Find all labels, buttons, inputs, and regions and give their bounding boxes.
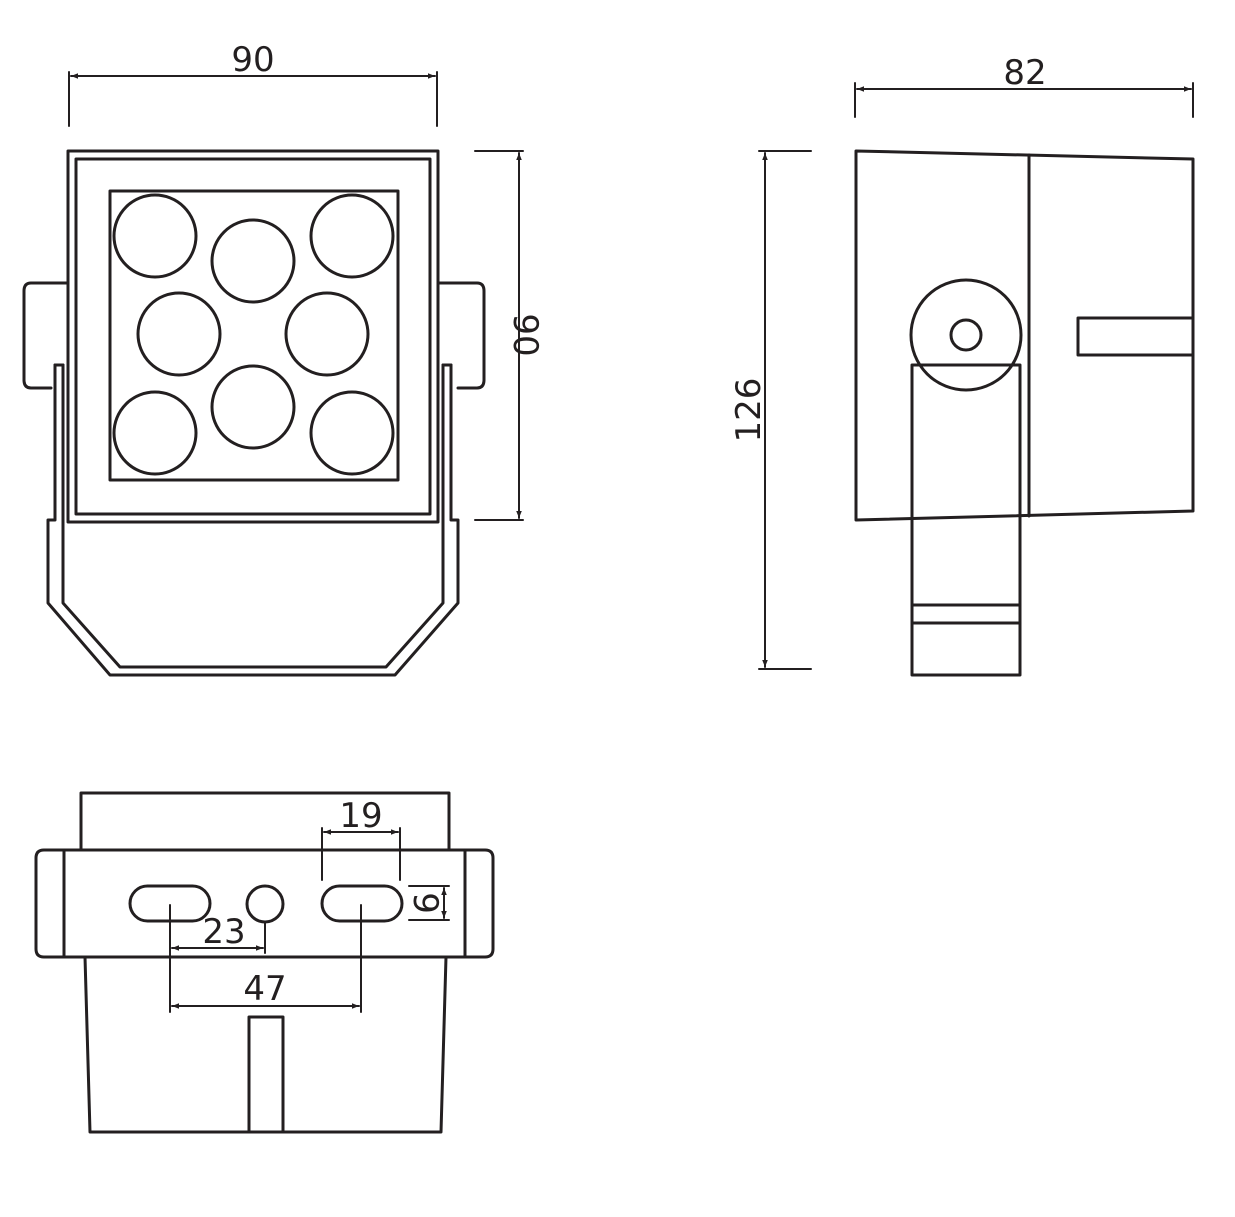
led-lens bbox=[112, 193, 198, 279]
depth-dimension: 82 bbox=[854, 53, 1194, 118]
front-view: 90 90 bbox=[22, 40, 545, 677]
led-lens bbox=[309, 193, 395, 279]
slot-width-label: 9 bbox=[405, 892, 445, 914]
front-width-label: 90 bbox=[231, 40, 274, 80]
led-lens bbox=[210, 218, 296, 304]
slot-centers-label: 47 bbox=[243, 969, 286, 1009]
mounting-hole bbox=[245, 884, 285, 924]
width-dimension: 90 bbox=[68, 40, 438, 127]
front-height-label: 90 bbox=[505, 313, 545, 356]
led-lens bbox=[210, 364, 296, 450]
slot-spacing-dimension: 19 bbox=[321, 796, 401, 881]
led-lens bbox=[136, 291, 222, 377]
mounting-plate bbox=[34, 848, 495, 959]
hole-offset-dimension: 23 bbox=[169, 904, 266, 1013]
pivot-bolt-hole bbox=[949, 318, 983, 352]
side-bracket bbox=[910, 363, 1022, 677]
hole-offset-label: 23 bbox=[202, 912, 245, 952]
pivot-hub bbox=[909, 278, 1023, 392]
bottom-view: 19 9 23 47 bbox=[34, 791, 495, 1134]
mounting-bracket bbox=[46, 363, 460, 677]
side-height-label: 126 bbox=[729, 378, 769, 443]
led-lens bbox=[309, 390, 395, 476]
led-panel bbox=[108, 189, 400, 482]
front-housing bbox=[66, 149, 440, 524]
slot-spacing-label: 19 bbox=[339, 796, 382, 836]
led-lens bbox=[112, 390, 198, 476]
height-dimension: 90 bbox=[474, 150, 545, 521]
pivot-knob bbox=[22, 281, 486, 390]
bottom-body-top bbox=[79, 791, 451, 852]
total-height-dimension: 126 bbox=[729, 150, 812, 670]
heat-sink-fin bbox=[1076, 316, 1195, 357]
led-lens bbox=[284, 291, 370, 377]
side-body bbox=[854, 149, 1195, 522]
bracket-stem bbox=[247, 1015, 285, 1134]
slot-centers-dimension: 47 bbox=[171, 904, 362, 1013]
side-view: 82 126 bbox=[729, 53, 1195, 677]
slot-width-dimension: 9 bbox=[405, 885, 450, 921]
led-array bbox=[112, 193, 395, 476]
side-depth-label: 82 bbox=[1003, 53, 1046, 93]
